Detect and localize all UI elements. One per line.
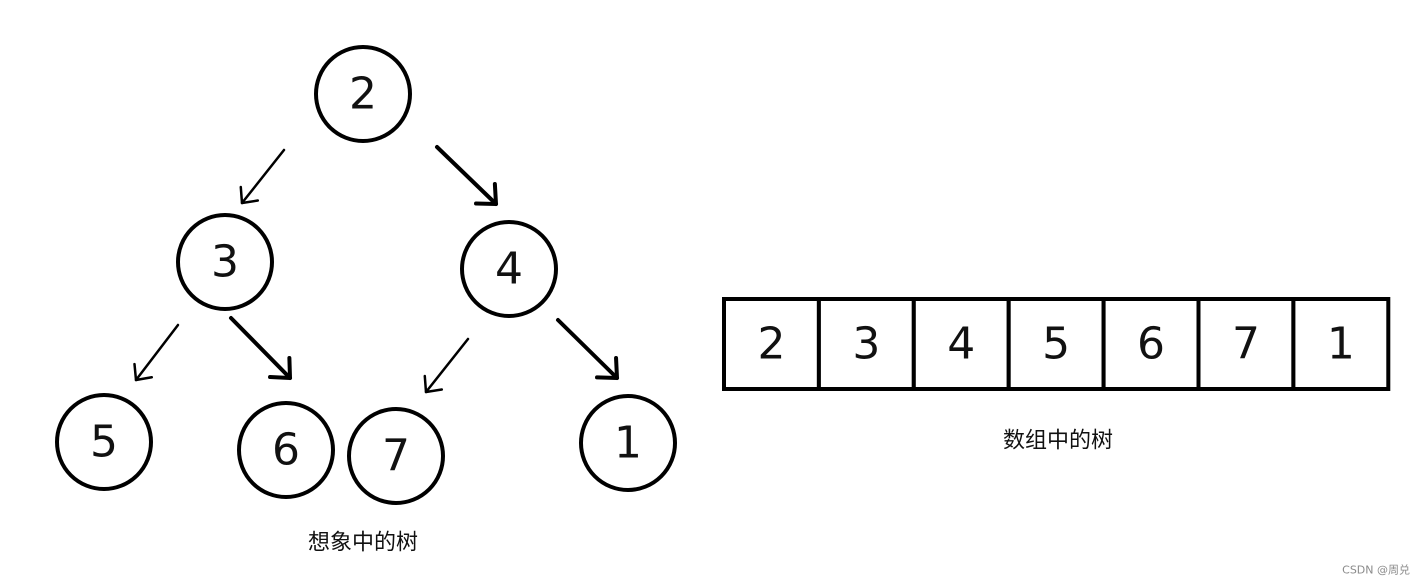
- watermark: CSDN @周兑: [1342, 563, 1410, 577]
- edge-arrow-n3-to-n6: [229, 316, 292, 380]
- tree-node-label: 3: [211, 237, 239, 288]
- tree-node-label: 7: [382, 431, 410, 482]
- edge-arrow-n2-to-n4: [435, 145, 498, 206]
- array-cell-label: 2: [757, 319, 785, 370]
- array-cell-3: 5: [1006, 297, 1106, 391]
- array-cell-label: 4: [947, 319, 975, 370]
- tree-node-2: 2: [314, 45, 412, 143]
- tree-caption: 想象中的树: [308, 531, 418, 556]
- array-cell-6: 1: [1291, 297, 1391, 391]
- tree-node-circle: [176, 213, 274, 311]
- tree-edges: [133, 145, 619, 394]
- array-cell-4: 6: [1101, 297, 1201, 391]
- array-cell-label: 3: [852, 319, 880, 370]
- edge-arrow-n4-to-n1: [556, 318, 619, 380]
- tree-nodes: 2 3 4 5 6 7 1: [55, 45, 677, 505]
- array-cell-5: 7: [1196, 297, 1296, 391]
- tree-node-circle: [347, 407, 445, 505]
- array-cell-2: 4: [911, 297, 1011, 391]
- array-caption: 数组中的树: [1003, 429, 1113, 454]
- tree-node-label: 5: [90, 417, 118, 468]
- array-cells: 2 3 4 5 6 7 1: [722, 297, 1391, 391]
- tree-node-7: 7: [347, 407, 445, 505]
- array-cell-box: [1291, 297, 1391, 391]
- tree-node-label: 1: [614, 418, 642, 469]
- array-cell-box: [1101, 297, 1201, 391]
- tree-node-6: 6: [237, 401, 335, 499]
- array-cell-label: 6: [1137, 319, 1165, 370]
- tree-node-circle: [237, 401, 335, 499]
- array-cell-label: 1: [1327, 319, 1355, 370]
- tree-node-5: 5: [55, 393, 153, 491]
- tree-node-1: 1: [579, 394, 677, 492]
- tree-node-3: 3: [176, 213, 274, 311]
- array-cell-label: 5: [1042, 319, 1070, 370]
- edge-arrow-n4-to-n7: [423, 337, 470, 394]
- array-cell-1: 3: [816, 297, 916, 391]
- array-cell-label: 7: [1232, 319, 1260, 370]
- tree-node-circle: [314, 45, 412, 143]
- tree-node-label: 4: [495, 244, 523, 295]
- edge-arrow-n2-to-n3: [239, 148, 286, 205]
- tree-node-circle: [460, 220, 558, 318]
- tree-node-circle: [55, 393, 153, 491]
- edge-arrow-n3-to-n5: [133, 323, 180, 382]
- tree-node-circle: [579, 394, 677, 492]
- array-cell-0: 2: [722, 297, 821, 391]
- tree-node-4: 4: [460, 220, 558, 318]
- tree-node-label: 6: [272, 425, 300, 476]
- tree-node-label: 2: [349, 69, 377, 120]
